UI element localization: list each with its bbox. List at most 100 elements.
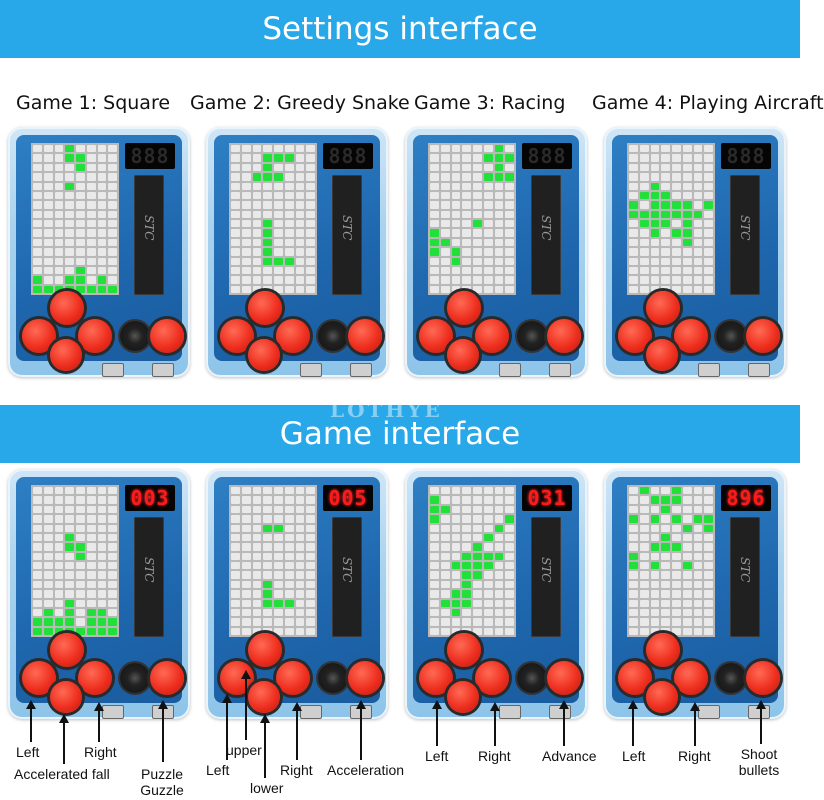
led-dot [241,543,251,551]
led-dot [639,285,649,293]
arrow-right-2 [292,702,302,760]
led-dot [682,515,692,523]
label-upper: upper [226,742,262,758]
action-button[interactable] [746,661,780,695]
up-button[interactable] [248,633,282,667]
right-button[interactable] [674,661,708,695]
down-button[interactable] [50,681,82,713]
left-button[interactable] [419,319,453,353]
led-dot [252,145,262,153]
led-dot [108,505,117,514]
up-button[interactable] [447,633,481,667]
led-dot [241,173,251,181]
led-dot [462,248,471,256]
led-dot [650,515,660,523]
right-button[interactable] [276,661,310,695]
led-dot [33,571,42,579]
led-dot [33,524,42,532]
up-button[interactable] [50,291,84,325]
led-dot [263,154,272,162]
led-dot [693,257,703,265]
led-dot [483,487,493,495]
led-dot [440,552,450,560]
led-dot [451,154,461,162]
led-dot [284,154,294,162]
usb-port [698,705,720,719]
led-dot [43,505,53,514]
led-dot [505,145,514,153]
right-button[interactable] [276,319,310,353]
led-dot [252,266,262,275]
up-button[interactable] [50,633,84,667]
led-dot [263,257,272,265]
down-button[interactable] [248,681,280,713]
led-dot [505,285,514,293]
led-dot [54,210,64,218]
left-button[interactable] [618,319,652,353]
led-dot [241,487,251,495]
led-dot [451,590,461,598]
led-dot [43,590,53,598]
led-dot [284,487,294,495]
led-dot [650,238,660,247]
action-button[interactable] [150,661,184,695]
usb-port [300,705,322,719]
led-dot [65,238,74,247]
led-dot [284,238,294,247]
right-button[interactable] [78,319,112,353]
action-button[interactable] [547,661,581,695]
led-dot [473,145,482,153]
led-dot [231,487,240,495]
led-dot [440,201,450,209]
right-button[interactable] [475,661,509,695]
down-button[interactable] [646,339,678,371]
led-dot [494,145,504,153]
led-dot [76,562,85,570]
watermark: LOTHYE [330,398,443,422]
action-button[interactable] [547,319,581,353]
right-button[interactable] [78,661,112,695]
left-button[interactable] [220,319,254,353]
down-button[interactable] [447,681,479,713]
down-button[interactable] [50,339,82,371]
led-dot [451,220,461,228]
led-dot [650,571,660,579]
right-button[interactable] [475,319,509,353]
down-button[interactable] [248,339,280,371]
up-button[interactable] [447,291,481,325]
up-button[interactable] [248,291,282,325]
led-dot [494,590,504,598]
action-button[interactable] [150,319,184,353]
led-dot [86,145,96,153]
up-button[interactable] [646,633,680,667]
led-dot [43,515,53,523]
led-dot [33,229,42,237]
down-button[interactable] [646,681,678,713]
led-dot [65,257,74,265]
led-dot [295,210,305,218]
power-switch[interactable] [152,363,174,377]
power-switch[interactable] [350,363,372,377]
left-button[interactable] [618,661,652,695]
led-dot [451,163,461,172]
chip-label: STC [539,215,553,241]
down-button[interactable] [447,339,479,371]
led-dot [650,599,660,607]
up-button[interactable] [646,291,680,325]
led-dot [231,210,240,218]
led-dot [430,248,439,256]
power-switch[interactable] [748,363,770,377]
led-dot [231,618,240,626]
left-button[interactable] [22,319,56,353]
led-dot [65,266,74,275]
right-button[interactable] [674,319,708,353]
led-dot [231,552,240,560]
power-switch[interactable] [549,363,571,377]
led-dot [252,524,262,532]
action-button[interactable] [348,661,382,695]
action-button[interactable] [348,319,382,353]
led-dot [65,163,74,172]
action-button[interactable] [746,319,780,353]
left-button[interactable] [419,661,453,695]
left-button[interactable] [22,661,56,695]
